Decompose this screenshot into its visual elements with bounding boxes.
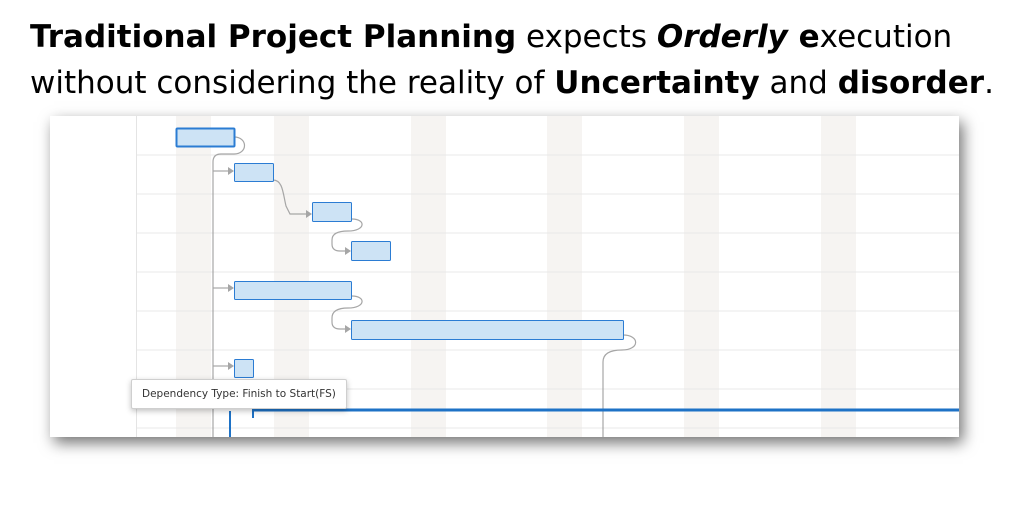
headline-part: Traditional Project Planning: [30, 19, 517, 55]
task-bar[interactable]: [175, 127, 236, 148]
arrowhead-icon: [345, 247, 351, 255]
gantt-chart-panel: Dependency Type: Finish to Start(FS): [50, 116, 959, 437]
headline-part: Uncertainty: [554, 65, 760, 101]
headline-part: and: [759, 65, 838, 101]
dependency-connector[interactable]: [272, 179, 306, 215]
dependency-tooltip: Dependency Type: Finish to Start(FS): [131, 379, 347, 409]
weekend-column: [821, 116, 856, 437]
headline-part: x: [819, 19, 838, 55]
headline-part: ecution without considering the reality …: [30, 19, 953, 101]
task-bar[interactable]: [234, 359, 254, 378]
task-bar[interactable]: [234, 163, 274, 182]
task-grid-pane: [50, 116, 137, 437]
headline-part: Orderly: [656, 19, 788, 55]
arrowhead-icon: [228, 284, 234, 292]
dependency-connector[interactable]: [331, 295, 363, 330]
weekend-column: [684, 116, 719, 437]
arrowhead-icon: [306, 210, 312, 218]
arrowhead-icon: [228, 167, 234, 175]
headline-part: .: [984, 65, 994, 101]
dependency-connector[interactable]: [602, 334, 637, 437]
task-bar[interactable]: [351, 320, 624, 340]
dependency-connector[interactable]: [212, 136, 246, 437]
arrowhead-icon: [345, 325, 351, 333]
headline-part: e: [787, 19, 820, 55]
headline-part: disorder: [837, 65, 985, 101]
task-bar[interactable]: [351, 241, 391, 261]
headline: Traditional Project Planning expects Ord…: [30, 14, 1010, 106]
task-bar[interactable]: [312, 202, 352, 222]
arrowhead-icon: [228, 362, 234, 370]
dependency-connector[interactable]: [331, 218, 363, 252]
headline-part: expects: [516, 19, 657, 55]
weekend-column: [547, 116, 582, 437]
weekend-column: [411, 116, 446, 437]
task-bar[interactable]: [234, 281, 352, 300]
